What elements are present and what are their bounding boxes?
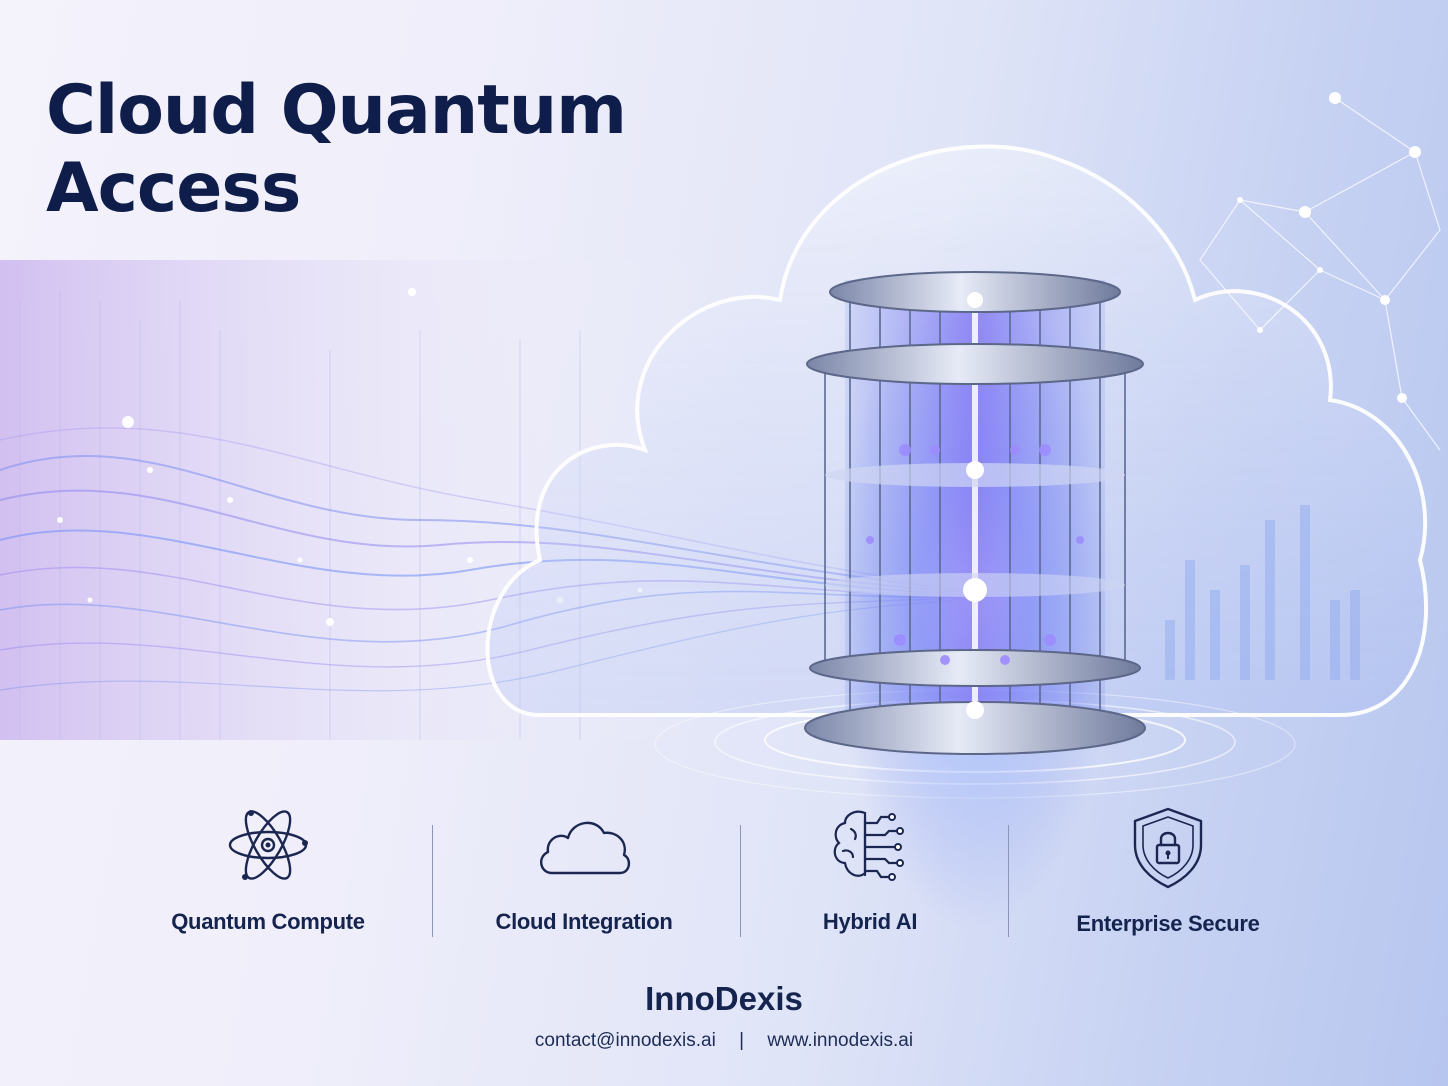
title-line-1: Cloud Quantum [46,71,627,150]
feature-label: Enterprise Secure [1076,911,1260,936]
features-row: Quantum Compute Cloud Integration [100,805,1330,945]
feature-cloud-integration: Cloud Integration [444,805,724,945]
divider [1008,825,1009,937]
shield-lock-icon [1133,807,1203,889]
brain-circuit-icon [833,810,904,881]
contact-email[interactable]: contact@innodexis.ai [534,1030,716,1051]
feature-label: Quantum Compute [171,909,365,934]
divider [740,825,741,937]
contact-website[interactable]: www.innodexis.ai [767,1030,914,1051]
page-title: Cloud Quantum Access [46,71,627,228]
feature-quantum-compute: Quantum Compute [128,805,408,945]
feature-hybrid-ai: Hybrid AI [730,805,1010,945]
atom-icon [228,810,308,880]
contact-line: contact@innodexis.ai | www.innodexis.ai [0,1030,1448,1052]
feature-label: Hybrid AI [822,909,918,934]
feature-enterprise-secure: Enterprise Secure [1028,805,1308,945]
divider [432,825,433,937]
quantum-computer-graphic [804,270,1146,930]
contact-separator: | [739,1030,745,1051]
brand-name: InnoDexis [645,980,803,1017]
title-line-2: Access [46,149,301,228]
feature-label: Cloud Integration [495,909,673,934]
cloud-icon [540,821,631,875]
